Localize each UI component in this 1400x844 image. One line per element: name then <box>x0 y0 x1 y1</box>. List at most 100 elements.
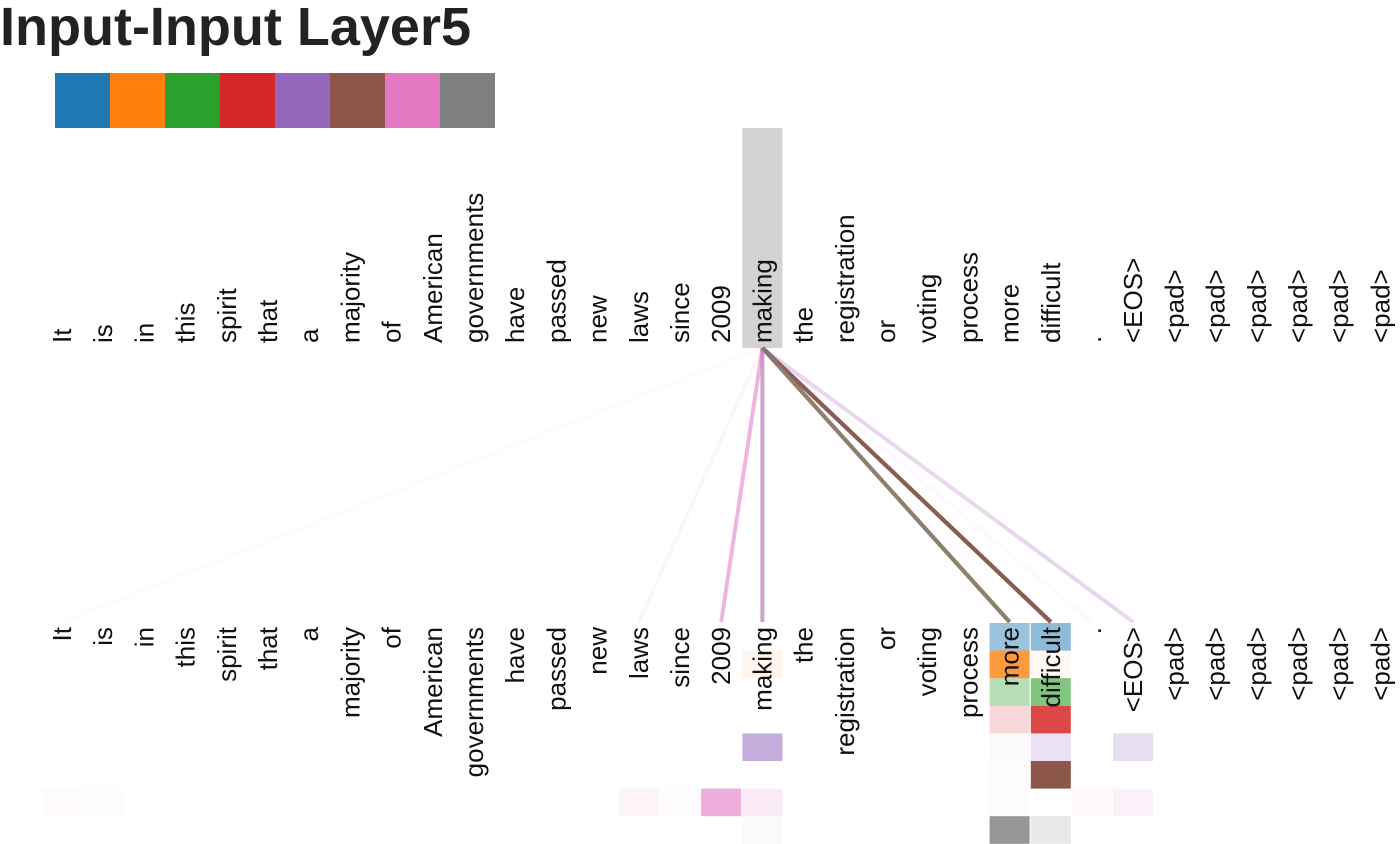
token-label-top[interactable]: making <box>747 259 777 343</box>
token-label-bottom[interactable]: have <box>500 627 530 683</box>
attention-weight-cell <box>1030 733 1071 761</box>
token-label-top[interactable]: <pad> <box>1283 269 1313 343</box>
token-label-top[interactable]: American <box>418 233 448 343</box>
attention-weight-cell <box>701 788 742 817</box>
token-label-bottom[interactable]: a <box>294 626 324 641</box>
token-label-bottom[interactable]: <pad> <box>1365 627 1395 701</box>
token-label-bottom[interactable]: <pad> <box>1201 627 1231 701</box>
page-title: Input-Input Layer5 <box>0 0 471 57</box>
attention-weight-cell <box>42 788 82 817</box>
token-label-top[interactable]: more <box>995 284 1025 343</box>
attention-weight-cell <box>618 788 659 817</box>
token-label-bottom[interactable]: difficult <box>1036 626 1066 707</box>
token-label-bottom[interactable]: <pad> <box>1324 627 1354 701</box>
attention-weight-cell <box>742 733 783 761</box>
token-label-top[interactable]: <EOS> <box>1118 258 1148 343</box>
token-label-bottom[interactable]: passed <box>541 627 571 711</box>
token-label-top[interactable]: 2009 <box>706 285 736 343</box>
token-label-top[interactable]: majority <box>335 252 365 343</box>
token-label-bottom[interactable]: majority <box>335 627 365 718</box>
token-label-bottom[interactable]: new <box>583 627 613 675</box>
token-label-bottom[interactable]: registration <box>830 627 860 756</box>
token-label-bottom[interactable]: making <box>747 627 777 711</box>
token-label-bottom[interactable]: It <box>47 626 77 641</box>
attention-weight-cell <box>1030 705 1071 734</box>
token-label-bottom[interactable]: since <box>665 627 695 688</box>
token-label-top[interactable]: process <box>953 252 983 343</box>
attention-weight-cell <box>989 705 1030 734</box>
token-label-bottom[interactable]: that <box>253 626 283 670</box>
token-label-top[interactable]: <pad> <box>1201 269 1231 343</box>
attention-line <box>761 346 1094 624</box>
token-label-top[interactable]: or <box>871 320 901 343</box>
token-label-bottom[interactable]: voting <box>912 627 942 696</box>
attention-line <box>761 346 1135 624</box>
token-label-bottom[interactable]: or <box>871 627 901 650</box>
token-label-top[interactable]: of <box>377 321 407 343</box>
token-label-bottom[interactable]: the <box>789 627 819 663</box>
token-label-top[interactable]: the <box>789 307 819 343</box>
token-label-top[interactable]: difficult <box>1036 262 1066 343</box>
token-label-top[interactable]: since <box>665 282 695 343</box>
token-label-bottom[interactable]: spirit <box>212 626 242 682</box>
token-label-top[interactable]: <pad> <box>1324 269 1354 343</box>
token-label-top[interactable]: It <box>47 328 77 343</box>
token-label-top[interactable]: voting <box>912 274 942 343</box>
attention-weight-cell <box>1030 623 1071 651</box>
token-label-top[interactable]: in <box>129 323 159 343</box>
token-label-bottom[interactable]: <pad> <box>1242 627 1272 701</box>
head-color-swatch[interactable] <box>110 73 165 128</box>
token-label-top[interactable]: <pad> <box>1159 269 1189 343</box>
token-label-top[interactable]: registration <box>830 214 860 343</box>
token-label-bottom[interactable]: . <box>1077 627 1107 634</box>
token-label-bottom[interactable]: 2009 <box>706 627 736 685</box>
head-color-swatch[interactable] <box>440 73 495 128</box>
token-label-bottom[interactable]: is <box>88 627 118 646</box>
token-label-bottom[interactable]: this <box>171 627 201 667</box>
token-label-top[interactable]: passed <box>541 259 571 343</box>
attention-weight-cell <box>1113 733 1154 761</box>
token-label-top[interactable]: a <box>294 328 324 343</box>
token-label-bottom[interactable]: governments <box>459 627 489 777</box>
attention-weight-cell <box>1030 761 1071 789</box>
attention-weight-cell <box>1113 788 1154 817</box>
head-color-swatch[interactable] <box>330 73 385 128</box>
token-label-bottom[interactable]: process <box>953 627 983 718</box>
head-color-swatch[interactable] <box>275 73 330 128</box>
token-label-top[interactable]: <pad> <box>1242 269 1272 343</box>
token-label-top[interactable]: have <box>500 287 530 343</box>
token-label-bottom[interactable]: American <box>418 627 448 737</box>
attention-weight-cell <box>1072 788 1112 817</box>
token-label-bottom[interactable]: <pad> <box>1159 627 1189 701</box>
head-color-swatch[interactable] <box>385 73 440 128</box>
token-label-top[interactable]: spirit <box>212 287 242 343</box>
token-label-top[interactable]: is <box>88 324 118 343</box>
head-color-swatch[interactable] <box>55 73 110 128</box>
attention-weight-cell <box>83 789 123 817</box>
attention-line <box>761 346 1053 624</box>
head-color-swatch[interactable] <box>220 73 275 128</box>
attention-weight-cell <box>990 761 1030 789</box>
token-label-bottom[interactable]: <EOS> <box>1118 627 1148 712</box>
head-color-swatch[interactable] <box>165 73 220 128</box>
token-label-top[interactable]: governments <box>459 193 489 343</box>
attention-weight-cell <box>989 623 1030 651</box>
attention-weight-cell <box>1030 650 1071 679</box>
attention-weight-cell <box>989 816 1030 844</box>
attention-weight-cell <box>660 789 700 817</box>
selected-token-highlight <box>742 128 783 348</box>
attention-weight-cell <box>989 650 1030 679</box>
token-label-top[interactable]: this <box>171 303 201 343</box>
token-label-bottom[interactable]: in <box>129 627 159 647</box>
token-label-top[interactable]: . <box>1077 336 1107 343</box>
token-label-top[interactable]: <pad> <box>1365 269 1395 343</box>
token-label-bottom[interactable]: laws <box>624 627 654 679</box>
token-label-top[interactable]: new <box>583 295 613 343</box>
token-label-top[interactable]: laws <box>624 291 654 343</box>
token-label-bottom[interactable]: more <box>995 627 1025 686</box>
token-label-top[interactable]: that <box>253 299 283 343</box>
attention-weight-cell <box>990 789 1030 817</box>
token-label-bottom[interactable]: <pad> <box>1283 627 1313 701</box>
token-label-bottom[interactable]: of <box>377 626 407 648</box>
